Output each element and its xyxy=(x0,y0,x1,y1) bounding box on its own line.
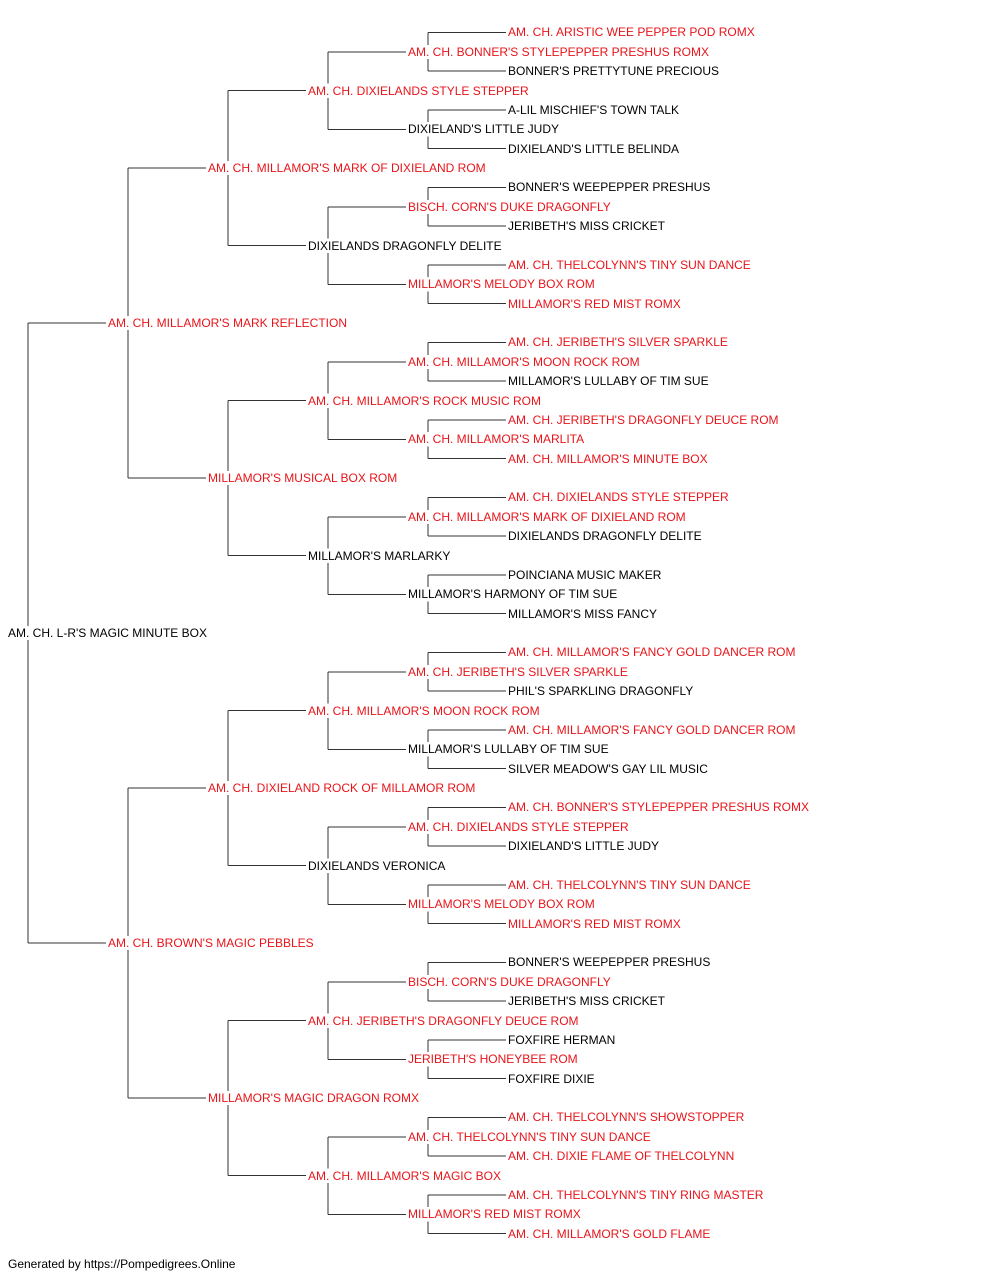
ancestor-name: JERIBETH'S HONEYBEE ROM xyxy=(408,1052,580,1067)
ancestor-name: MILLAMOR'S RED MIST ROMX xyxy=(508,296,683,311)
ancestor-name: AM. CH. DIXIELANDS STYLE STEPPER xyxy=(408,819,631,834)
ancestor-name: AM. CH. MILLAMOR'S MOON ROCK ROM xyxy=(408,354,642,369)
ancestor-name: AM. CH. THELCOLYNN'S TINY SUN DANCE xyxy=(408,1129,653,1144)
ancestor-name: AM. CH. BONNER'S STYLEPEPPER PRESHUS ROM… xyxy=(408,44,712,59)
ancestor-name: MILLAMOR'S RED MIST ROMX xyxy=(508,916,683,931)
ancestor-name: AM. CH. DIXIE FLAME OF THELCOLYNN xyxy=(508,1149,737,1164)
ancestor-name: AM. CH. MILLAMOR'S MOON ROCK ROM xyxy=(308,703,542,718)
ancestor-name: BONNER'S PRETTYTUNE PRECIOUS xyxy=(508,64,721,79)
ancestor-name: DIXIELANDS DRAGONFLY DELITE xyxy=(508,529,704,544)
ancestor-name: AM. CH. MILLAMOR'S MARK OF DIXIELAND ROM xyxy=(208,161,488,175)
ancestor-name: AM. CH. MILLAMOR'S GOLD FLAME xyxy=(508,1226,713,1241)
ancestor-name: AM. CH. JERIBETH'S SILVER SPARKLE xyxy=(508,335,730,350)
ancestor-name: AM. CH. DIXIELANDS STYLE STEPPER xyxy=(508,490,731,505)
ancestor-name: AM. CH. THELCOLYNN'S TINY SUN DANCE xyxy=(508,877,753,892)
ancestor-name: MILLAMOR'S MISS FANCY xyxy=(508,606,659,621)
ancestor-name: BISCH. CORN'S DUKE DRAGONFLY xyxy=(408,974,613,989)
ancestor-name: SILVER MEADOW'S GAY LIL MUSIC xyxy=(508,761,710,776)
ancestor-name: AM. CH. MILLAMOR'S MARK OF DIXIELAND ROM xyxy=(408,509,688,524)
ancestor-name: MILLAMOR'S MELODY BOX ROM xyxy=(408,277,597,292)
ancestor-name: AM. CH. MILLAMOR'S MAGIC BOX xyxy=(308,1168,503,1183)
subject-name: AM. CH. L-R'S MAGIC MINUTE BOX xyxy=(8,626,209,640)
ancestor-name: AM. CH. MILLAMOR'S MARLITA xyxy=(408,432,587,447)
ancestor-name: AM. CH. DIXIELANDS STYLE STEPPER xyxy=(308,83,531,98)
ancestor-name: JERIBETH'S MISS CRICKET xyxy=(508,219,667,234)
ancestor-name: AM. CH. MILLAMOR'S FANCY GOLD DANCER ROM xyxy=(508,645,798,660)
ancestor-name: PHIL'S SPARKLING DRAGONFLY xyxy=(508,684,696,699)
ancestor-name: AM. CH. MILLAMOR'S FANCY GOLD DANCER ROM xyxy=(508,722,798,737)
ancestor-name: AM. CH. JERIBETH'S DRAGONFLY DEUCE ROM xyxy=(308,1013,581,1028)
ancestor-name: BONNER'S WEEPEPPER PRESHUS xyxy=(508,955,713,970)
ancestor-name: AM. CH. THELCOLYNN'S TINY RING MASTER xyxy=(508,1187,766,1202)
ancestor-name: AM. CH. MILLAMOR'S MINUTE BOX xyxy=(508,451,710,466)
ancestor-name: JERIBETH'S MISS CRICKET xyxy=(508,994,667,1009)
ancestor-name: MILLAMOR'S RED MIST ROMX xyxy=(408,1207,583,1222)
ancestor-name: DIXIELANDS DRAGONFLY DELITE xyxy=(308,238,504,253)
ancestor-name: FOXFIRE DIXIE xyxy=(508,1071,597,1086)
ancestor-name: AM. CH. JERIBETH'S DRAGONFLY DEUCE ROM xyxy=(508,412,781,427)
ancestor-name: AM. CH. MILLAMOR'S ROCK MUSIC ROM xyxy=(308,393,543,408)
ancestor-name: POINCIANA MUSIC MAKER xyxy=(508,567,664,582)
ancestor-name: BISCH. CORN'S DUKE DRAGONFLY xyxy=(408,199,613,214)
ancestor-name: MILLAMOR'S HARMONY OF TIM SUE xyxy=(408,587,620,602)
ancestor-name: AM. CH. THELCOLYNN'S TINY SUN DANCE xyxy=(508,257,753,272)
ancestor-name: AM. CH. ARISTIC WEE PEPPER POD ROMX xyxy=(508,25,757,40)
ancestor-name: FOXFIRE HERMAN xyxy=(508,1032,618,1047)
ancestor-name: MILLAMOR'S MUSICAL BOX ROM xyxy=(208,471,400,485)
ancestor-name: MILLAMOR'S LULLABY OF TIM SUE xyxy=(508,374,711,389)
ancestor-name: DIXIELAND'S LITTLE JUDY xyxy=(408,122,561,137)
ancestor-name: MILLAMOR'S LULLABY OF TIM SUE xyxy=(408,742,611,757)
ancestor-name: DIXIELAND'S LITTLE JUDY xyxy=(508,839,661,854)
ancestor-name: AM. CH. JERIBETH'S SILVER SPARKLE xyxy=(408,664,630,679)
ancestor-name: BONNER'S WEEPEPPER PRESHUS xyxy=(508,180,713,195)
ancestor-name: DIXIELANDS VERONICA xyxy=(308,858,448,873)
ancestor-name: DIXIELAND'S LITTLE BELINDA xyxy=(508,141,682,156)
ancestor-name: AM. CH. BONNER'S STYLEPEPPER PRESHUS ROM… xyxy=(508,800,812,815)
footer-credit: Generated by https://Pompedigrees.Online xyxy=(8,1257,236,1271)
ancestor-name: AM. CH. THELCOLYNN'S SHOWSTOPPER xyxy=(508,1110,747,1125)
ancestor-name: AM. CH. MILLAMOR'S MARK REFLECTION xyxy=(108,316,349,330)
ancestor-name: A-LIL MISCHIEF'S TOWN TALK xyxy=(508,102,681,117)
ancestor-name: AM. CH. BROWN'S MAGIC PEBBLES xyxy=(108,936,316,950)
ancestor-name: AM. CH. DIXIELAND ROCK OF MILLAMOR ROM xyxy=(208,781,478,795)
ancestor-name: MILLAMOR'S MAGIC DRAGON ROMX xyxy=(208,1091,421,1105)
ancestor-name: MILLAMOR'S MELODY BOX ROM xyxy=(408,897,597,912)
ancestor-name: MILLAMOR'S MARLARKY xyxy=(308,548,453,563)
